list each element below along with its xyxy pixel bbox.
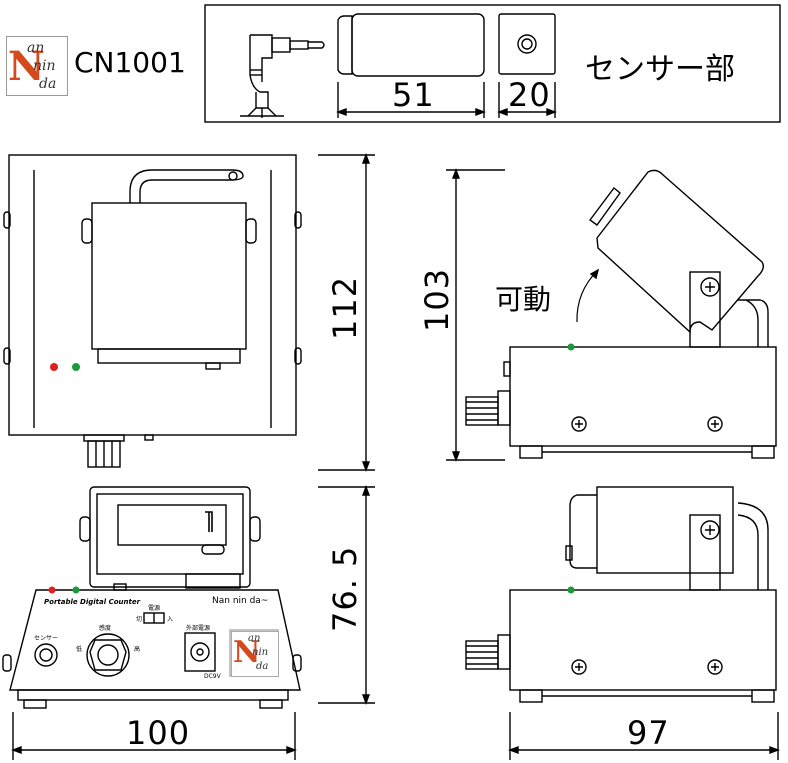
sensor-plug-drawing — [240, 34, 325, 118]
panel-logo-mark: N — [233, 635, 261, 670]
side-view-lower — [465, 486, 780, 760]
panel-switch-off: 切 — [136, 616, 143, 623]
sensor-section-label: センサー部 — [585, 52, 735, 87]
panel-switch-label: 電源 — [148, 605, 161, 612]
side-view-upper — [446, 168, 777, 462]
panel-sensor-port: センサー — [34, 635, 59, 642]
panel-logo: N an nin da — [231, 631, 279, 677]
logo-mark: N — [8, 43, 45, 90]
panel-switch-on: 入 — [167, 616, 174, 623]
dim-112 — [318, 153, 375, 472]
panel-dc-label: DC9V — [204, 673, 221, 680]
front-view — [2, 486, 302, 760]
top-view — [3, 154, 302, 468]
dim-side-height: 103 — [418, 267, 456, 332]
logo-line2: nin — [33, 58, 56, 74]
panel-logo-line3: da — [256, 661, 269, 672]
panel-knob-low: 低 — [76, 646, 83, 653]
panel-maker-text: Nan nin da~ — [212, 596, 269, 606]
dim-sensor-width: 20 — [508, 76, 551, 114]
panel-logo-line1: an — [248, 633, 261, 644]
dim-front-width: 100 — [126, 714, 191, 752]
panel-knob-label: 感度 — [99, 625, 112, 632]
panel-brand-text: Portable Digital Counter — [44, 598, 141, 606]
dim-display-height: 76. 5 — [326, 545, 364, 632]
sensor-body-side — [336, 13, 486, 118]
model-number: CN1001 — [74, 46, 186, 79]
dim-sensor-length: 51 — [392, 76, 435, 114]
sensor-body-front — [497, 13, 557, 118]
led-red-front — [48, 586, 56, 594]
sensor-detail-frame — [204, 4, 781, 123]
logo-line1: an — [27, 40, 45, 56]
led-red-top — [50, 363, 58, 371]
led-green-side — [567, 343, 575, 351]
panel-logo-line2: nin — [252, 647, 269, 658]
logo-line3: da — [39, 76, 57, 92]
led-green-front — [72, 586, 80, 594]
brand-logo: N an nin da — [6, 36, 68, 96]
panel-knob-high: 高 — [134, 646, 141, 653]
panel-ext-power: 外部電源 — [186, 625, 211, 632]
dim-side-depth: 97 — [627, 714, 670, 752]
dim-76-5 — [318, 485, 375, 705]
led-green-top — [72, 363, 80, 371]
movable-annotation: 可動 — [495, 283, 552, 316]
dim-front-height: 112 — [326, 275, 364, 340]
led-green-side-lower — [567, 586, 575, 594]
